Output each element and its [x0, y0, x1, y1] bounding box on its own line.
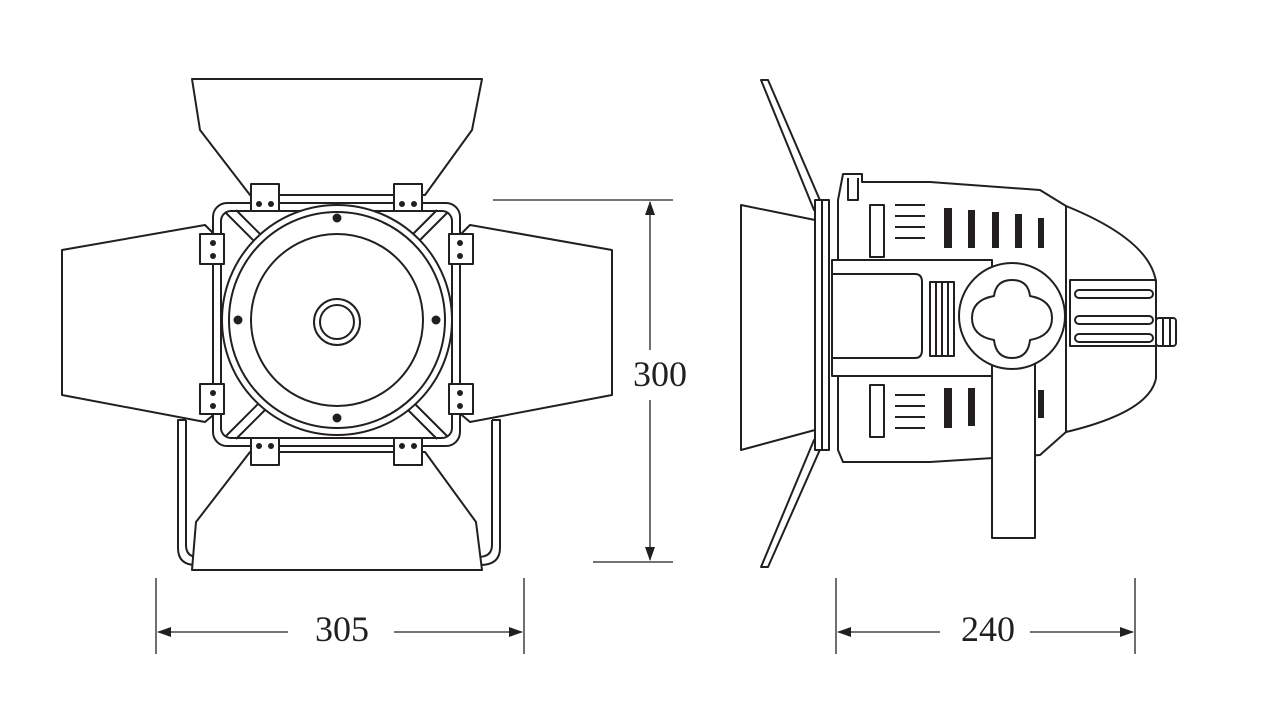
width-dimension: 305: [155, 578, 525, 654]
depth-dimension: 240: [835, 578, 1136, 654]
side-barndoor-upper: [760, 79, 823, 211]
width-label: 305: [315, 609, 369, 649]
side-view: [740, 79, 1177, 568]
side-barndoor-side: [740, 204, 816, 451]
depth-label: 240: [961, 609, 1015, 649]
barndoor-right: [449, 224, 613, 423]
power-connector: [1155, 317, 1177, 347]
height-dimension: 300: [493, 199, 687, 563]
side-yoke-arm: [991, 337, 1036, 539]
height-label: 300: [633, 354, 687, 394]
front-view: [61, 78, 613, 571]
tilt-lock-knob: [971, 279, 1053, 359]
barndoor-top: [191, 78, 483, 196]
fresnel-lens: [250, 233, 424, 407]
hinge-bracket: [199, 183, 474, 466]
side-vents: [869, 204, 1044, 438]
barndoor-bottom: [191, 451, 483, 571]
side-barndoor-lower: [760, 439, 823, 568]
